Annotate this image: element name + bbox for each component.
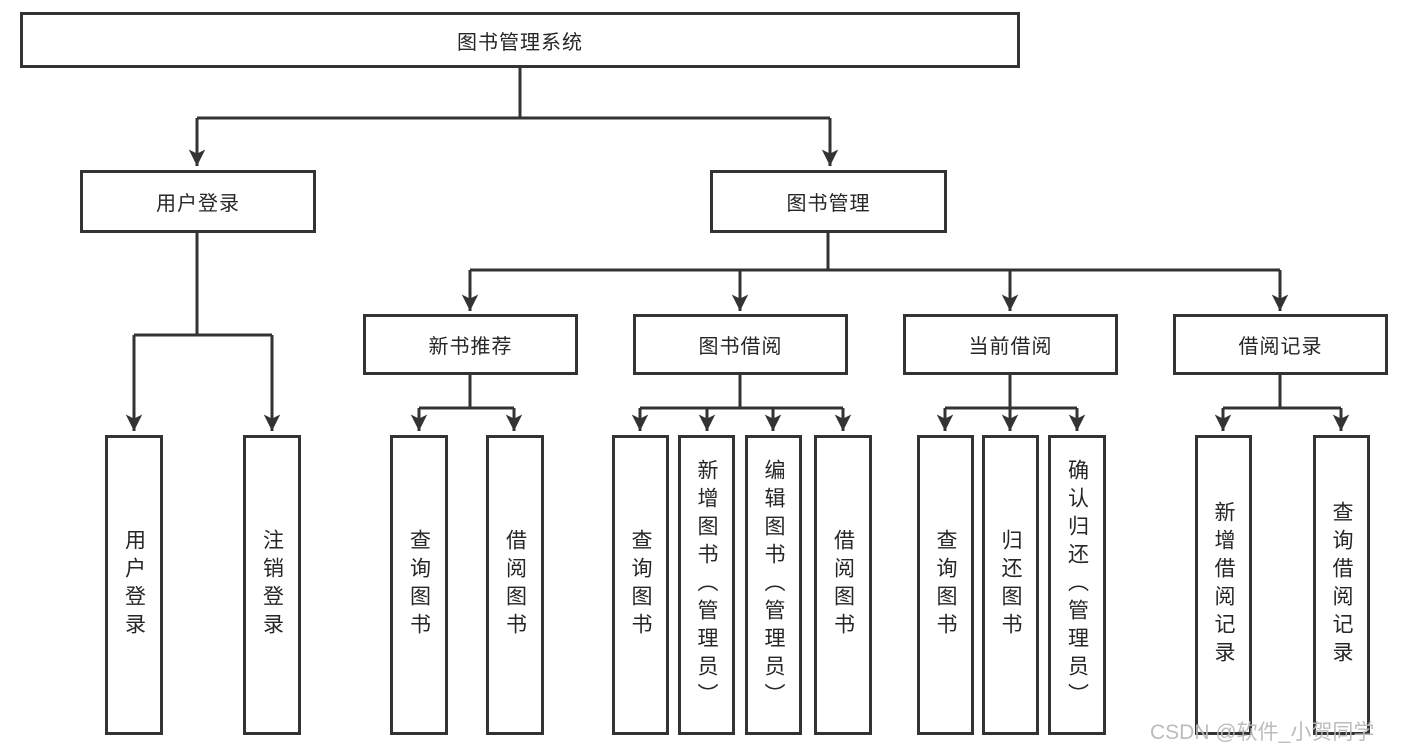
node-book-borrow-label: 图书借阅 <box>698 336 783 358</box>
leaf-current-confirm-return-admin-label: 确认归还（管理员） <box>1065 459 1089 711</box>
node-root-label: 图书管理系统 <box>457 31 583 54</box>
leaf-borrow-borrow-books: 借阅图书 <box>814 435 872 735</box>
leaf-newrec-query-books-label: 查询图书 <box>407 529 431 641</box>
connector-book-mgmt-to-level3 <box>461 233 1289 311</box>
leaf-records-add-record-label: 新增借阅记录 <box>1212 501 1235 669</box>
leaf-newrec-query-books: 查询图书 <box>390 435 448 735</box>
leaf-borrow-edit-books-admin: 编辑图书（管理员） <box>745 435 802 735</box>
connector-current-borrow-group <box>936 375 1086 431</box>
leaf-records-query-record: 查询借阅记录 <box>1313 435 1370 735</box>
leaf-user-login-label: 用户登录 <box>122 529 146 641</box>
leaf-current-query-books-label: 查询图书 <box>934 529 957 641</box>
node-user-login-label: 用户登录 <box>156 193 240 215</box>
node-borrow-records: 借阅记录 <box>1173 314 1388 375</box>
node-current-borrow-label: 当前借阅 <box>968 336 1053 358</box>
node-root-system: 图书管理系统 <box>20 12 1020 68</box>
connector-root-to-level2 <box>188 68 839 166</box>
leaf-newrec-borrow-books-label: 借阅图书 <box>503 529 527 641</box>
leaf-records-add-record: 新增借阅记录 <box>1195 435 1252 735</box>
leaf-newrec-borrow-books: 借阅图书 <box>486 435 544 735</box>
leaf-user-login: 用户登录 <box>105 435 163 735</box>
node-user-login: 用户登录 <box>80 170 316 233</box>
connector-book-borrow-group <box>631 375 852 431</box>
leaf-borrow-edit-books-admin-label: 编辑图书（管理员） <box>762 459 785 711</box>
leaf-borrow-query-books-label: 查询图书 <box>629 529 652 641</box>
leaf-borrow-borrow-books-label: 借阅图书 <box>831 529 855 641</box>
leaf-current-return-books-label: 归还图书 <box>999 529 1022 641</box>
node-current-borrow: 当前借阅 <box>903 314 1118 375</box>
node-book-mgmt: 图书管理 <box>710 170 947 233</box>
leaf-current-query-books: 查询图书 <box>917 435 974 735</box>
connector-user-login-group <box>125 233 281 431</box>
connector-new-book-rec-group <box>410 375 523 431</box>
leaf-current-return-books: 归还图书 <box>982 435 1039 735</box>
connector-borrow-records-group <box>1214 375 1350 431</box>
leaf-current-confirm-return-admin: 确认归还（管理员） <box>1048 435 1106 735</box>
leaf-borrow-add-books-admin: 新增图书（管理员） <box>678 435 735 735</box>
leaf-borrow-query-books: 查询图书 <box>612 435 669 735</box>
node-book-mgmt-label: 图书管理 <box>786 193 871 215</box>
leaf-logout-label: 注销登录 <box>260 529 284 641</box>
node-new-book-rec-label: 新书推荐 <box>428 336 513 358</box>
leaf-logout: 注销登录 <box>243 435 301 735</box>
leaf-borrow-add-books-admin-label: 新增图书（管理员） <box>695 459 718 711</box>
node-borrow-records-label: 借阅记录 <box>1238 336 1323 358</box>
node-new-book-rec: 新书推荐 <box>363 314 578 375</box>
leaf-records-query-record-label: 查询借阅记录 <box>1330 501 1353 669</box>
node-book-borrow: 图书借阅 <box>633 314 848 375</box>
